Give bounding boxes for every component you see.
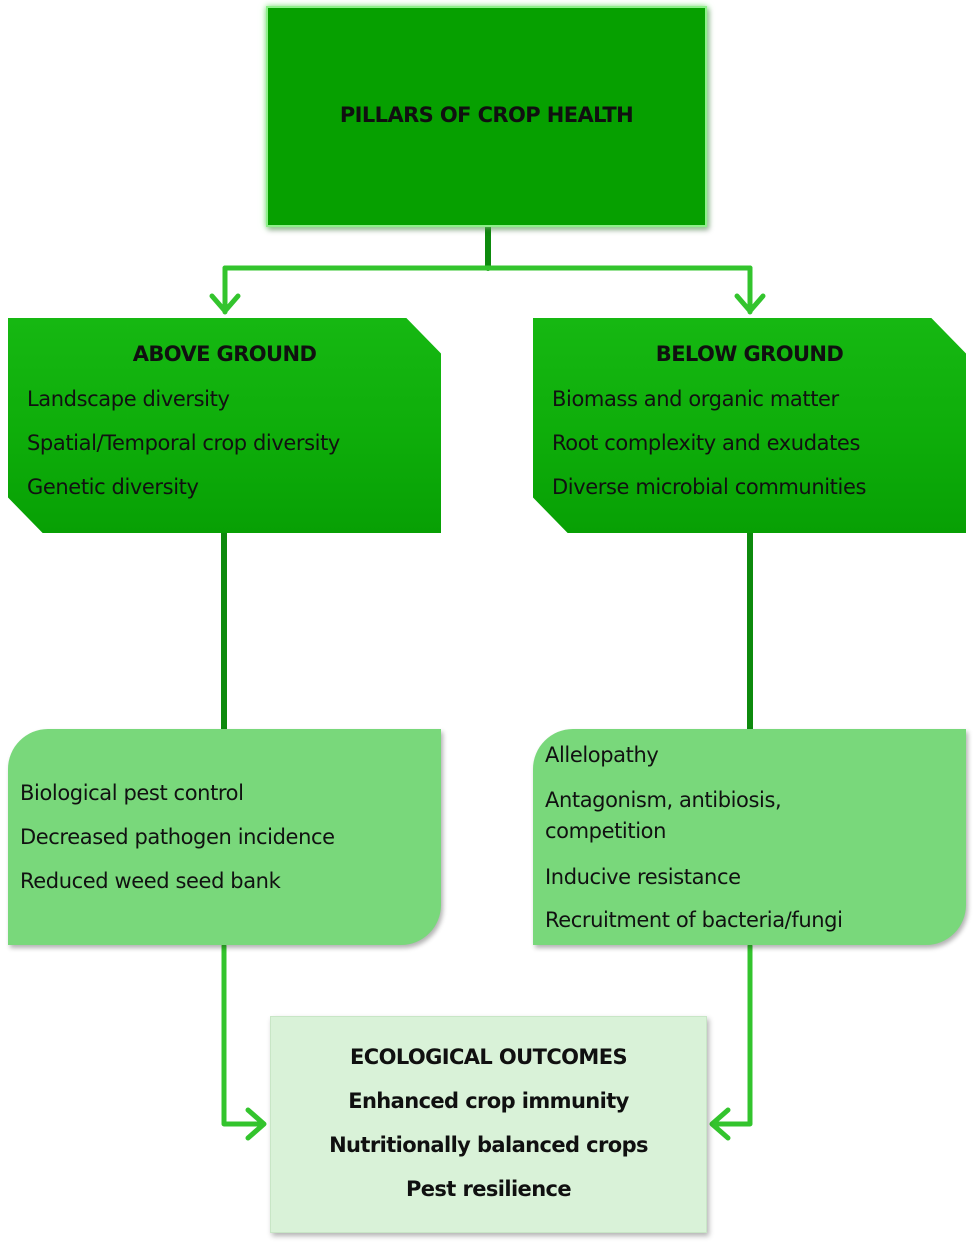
root-title: PILLARS OF CROP HEALTH xyxy=(339,102,634,127)
below-effects-box: Allelopathy Antagonism, antibiosis, comp… xyxy=(533,729,966,945)
list-item: Recruitment of bacteria/fungi xyxy=(545,908,843,932)
list-item: Biomass and organic matter xyxy=(552,387,839,411)
connector-arrow-above xyxy=(209,265,241,315)
list-item: Genetic diversity xyxy=(27,475,199,499)
outcomes-title: ECOLOGICAL OUTCOMES xyxy=(350,1045,628,1069)
list-item: Spatial/Temporal crop diversity xyxy=(27,431,340,455)
below-ground-title: BELOW GROUND xyxy=(655,342,844,366)
below-ground-box: BELOW GROUND Biomass and organic matter … xyxy=(533,318,966,533)
list-item: Root complexity and exudates xyxy=(552,431,860,455)
list-item: Nutritionally balanced crops xyxy=(329,1133,648,1157)
list-item: Antagonism, antibiosis, competition xyxy=(545,788,782,843)
above-ground-box: ABOVE GROUND Landscape diversity Spatial… xyxy=(8,318,441,533)
above-effects-box: Biological pest control Decreased pathog… xyxy=(8,729,441,945)
list-item: Reduced weed seed bank xyxy=(20,869,281,893)
outcomes-box: ECOLOGICAL OUTCOMES Enhanced crop immuni… xyxy=(270,1016,707,1233)
list-item: Biological pest control xyxy=(20,781,244,805)
list-item: Diverse microbial communities xyxy=(552,475,867,499)
list-item: Decreased pathogen incidence xyxy=(20,825,335,849)
root-box: PILLARS OF CROP HEALTH xyxy=(266,6,707,227)
list-item: Landscape diversity xyxy=(27,387,230,411)
above-effects-list: Biological pest control Decreased pathog… xyxy=(20,780,335,912)
connector-right-to-outcomes xyxy=(709,943,753,1141)
above-ground-list: Landscape diversity Spatial/Temporal cro… xyxy=(27,386,340,518)
below-ground-list: Biomass and organic matter Root complexi… xyxy=(552,386,866,518)
list-item: Enhanced crop immunity xyxy=(348,1089,629,1113)
below-effects-list: Allelopathy Antagonism, antibiosis, comp… xyxy=(545,742,845,950)
outcomes-list: Enhanced crop immunity Nutritionally bal… xyxy=(271,1088,706,1202)
above-ground-title: ABOVE GROUND xyxy=(132,342,317,366)
list-item: Pest resilience xyxy=(405,1177,572,1201)
list-item: Allelopathy xyxy=(545,743,659,767)
connector-left-to-outcomes xyxy=(221,943,267,1141)
connector-arrow-below xyxy=(734,265,766,315)
list-item: Inducive resistance xyxy=(545,865,741,889)
